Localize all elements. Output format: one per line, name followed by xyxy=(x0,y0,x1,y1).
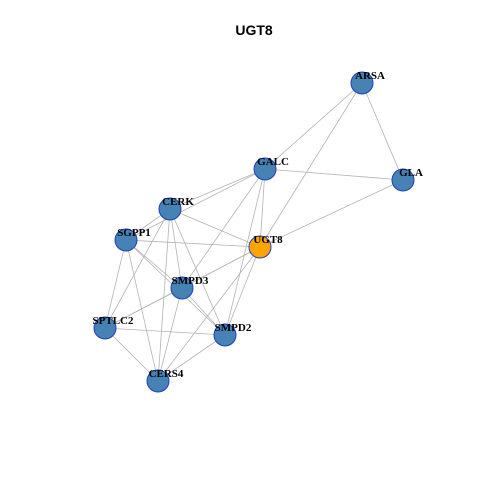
node-circle-ugt8 xyxy=(248,235,272,259)
node-label-smpd2: SMPD2 xyxy=(215,322,252,334)
edge-sgpp1-ugt8 xyxy=(125,239,261,248)
edge-ugt8-cers4 xyxy=(157,246,261,382)
edge-cerk-smpd3 xyxy=(169,208,183,289)
edge-arsa-ugt8 xyxy=(259,82,363,248)
edge-smpd3-cers4 xyxy=(157,287,183,382)
node-circle-arsa xyxy=(350,71,374,95)
edge-galc-smpd2 xyxy=(224,168,266,336)
edge-smpd3-sptlc2 xyxy=(104,287,183,329)
edge-arsa-galc xyxy=(264,82,363,170)
edges-layer xyxy=(104,82,404,382)
edge-ugt8-smpd2 xyxy=(224,246,261,336)
node-label-galc: GALC xyxy=(257,156,289,168)
node-label-sgpp1: SGPP1 xyxy=(117,227,151,239)
edge-gla-ugt8 xyxy=(259,179,404,248)
node-smpd3: SMPD3 xyxy=(170,275,209,300)
node-label-smpd3: SMPD3 xyxy=(172,275,209,287)
node-circle-smpd2 xyxy=(213,323,237,347)
node-circle-galc xyxy=(253,157,277,181)
edge-smpd2-cers4 xyxy=(157,334,226,382)
node-circle-cers4 xyxy=(146,369,170,393)
node-label-sptlc2: SPTLC2 xyxy=(93,315,134,327)
node-circle-cerk xyxy=(158,197,182,221)
edge-sptlc2-smpd2 xyxy=(104,327,226,336)
node-sgpp1: SGPP1 xyxy=(114,227,151,252)
edge-sgpp1-smpd3 xyxy=(125,239,183,289)
edge-sptlc2-cers4 xyxy=(104,327,159,382)
node-label-arsa: ARSA xyxy=(355,70,385,82)
edge-cerk-smpd2 xyxy=(169,208,226,336)
node-circle-gla xyxy=(391,168,415,192)
edge-sgpp1-cers4 xyxy=(125,239,159,382)
node-label-cerk: CERK xyxy=(162,196,194,208)
nodes-layer: ARSA GALC GLA CERK SGPP1UGT8SMPD3SPTLC2SMPD2… xyxy=(93,70,423,393)
diagram-title: UGT8 xyxy=(235,22,273,38)
node-arsa: ARSA xyxy=(350,70,385,95)
edge-cerk-ugt8 xyxy=(169,208,261,248)
edge-cerk-cers4 xyxy=(157,208,171,382)
edge-galc-gla xyxy=(264,168,404,181)
edge-galc-cerk xyxy=(169,168,266,210)
edge-cerk-sptlc2 xyxy=(104,208,171,329)
node-galc: GALC xyxy=(253,156,289,181)
node-ugt8: UGT8 xyxy=(248,234,283,259)
edge-galc-ugt8 xyxy=(259,168,266,248)
node-cers4: CERS4 xyxy=(146,368,184,393)
edge-sgpp1-sptlc2 xyxy=(104,239,127,329)
edge-galc-sgpp1 xyxy=(125,168,266,241)
edge-arsa-gla xyxy=(361,82,404,181)
node-smpd2: SMPD2 xyxy=(213,322,252,347)
node-label-ugt8: UGT8 xyxy=(253,234,283,246)
node-label-cers4: CERS4 xyxy=(149,368,184,380)
node-circle-sptlc2 xyxy=(93,316,117,340)
node-gla: GLA xyxy=(391,167,423,192)
node-cerk: CERK xyxy=(158,196,194,221)
node-label-gla: GLA xyxy=(399,167,423,179)
node-circle-sgpp1 xyxy=(114,228,138,252)
node-circle-smpd3 xyxy=(170,276,194,300)
node-sptlc2: SPTLC2 xyxy=(93,315,134,340)
